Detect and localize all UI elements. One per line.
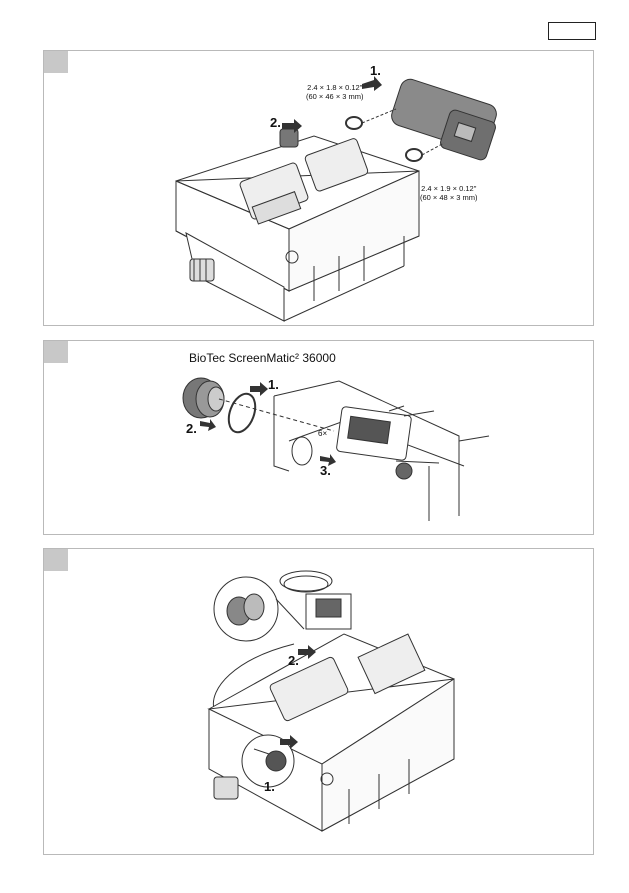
panel-2-count: 6×	[318, 429, 328, 438]
panel-1-step-2: 2.	[270, 115, 281, 130]
panel-1-dim-bottom-line2: (60 × 48 × 3 mm)	[420, 193, 478, 202]
panel-2-corner	[44, 341, 68, 363]
panel-1-dim-top-line2: (60 × 46 × 3 mm)	[306, 92, 364, 101]
panel-1-illustration	[175, 76, 497, 322]
panel-2-illustration	[182, 377, 490, 521]
panel-3-corner	[44, 549, 68, 571]
panel-1-dim-bottom-line1: 2.4 × 1.9 × 0.12"	[421, 184, 477, 193]
panel-3-step-2: 2.	[288, 653, 299, 668]
panel-2-step-3: 3.	[320, 463, 331, 478]
panel-1-dim-top-line1: 2.4 × 1.8 × 0.12"	[307, 83, 363, 92]
panel-2-title: BioTec ScreenMatic² 36000	[189, 351, 336, 365]
panel-1-dim-top: 2.4 × 1.8 × 0.12" (60 × 46 × 3 mm)	[306, 83, 364, 101]
panel-3-connect: 2. 1.	[43, 548, 594, 855]
panel-3-illustration	[207, 570, 455, 832]
panel-2-step-2: 2.	[186, 421, 197, 436]
panel-2-outlet: BioTec ScreenMatic² 36000	[43, 340, 594, 535]
panel-1-corner	[44, 51, 68, 73]
panel-1-step-1: 1.	[370, 63, 381, 78]
panel-1-remove-uvc: 1. 2. 2.4 × 1.8 × 0.12" (60 × 46 × 3 mm)…	[43, 50, 594, 326]
page-tag-box	[548, 22, 596, 40]
panel-3-step-1: 1.	[264, 779, 275, 794]
panel-2-step-1: 1.	[268, 377, 279, 392]
panel-1-dim-bottom: 2.4 × 1.9 × 0.12" (60 × 48 × 3 mm)	[420, 184, 478, 202]
